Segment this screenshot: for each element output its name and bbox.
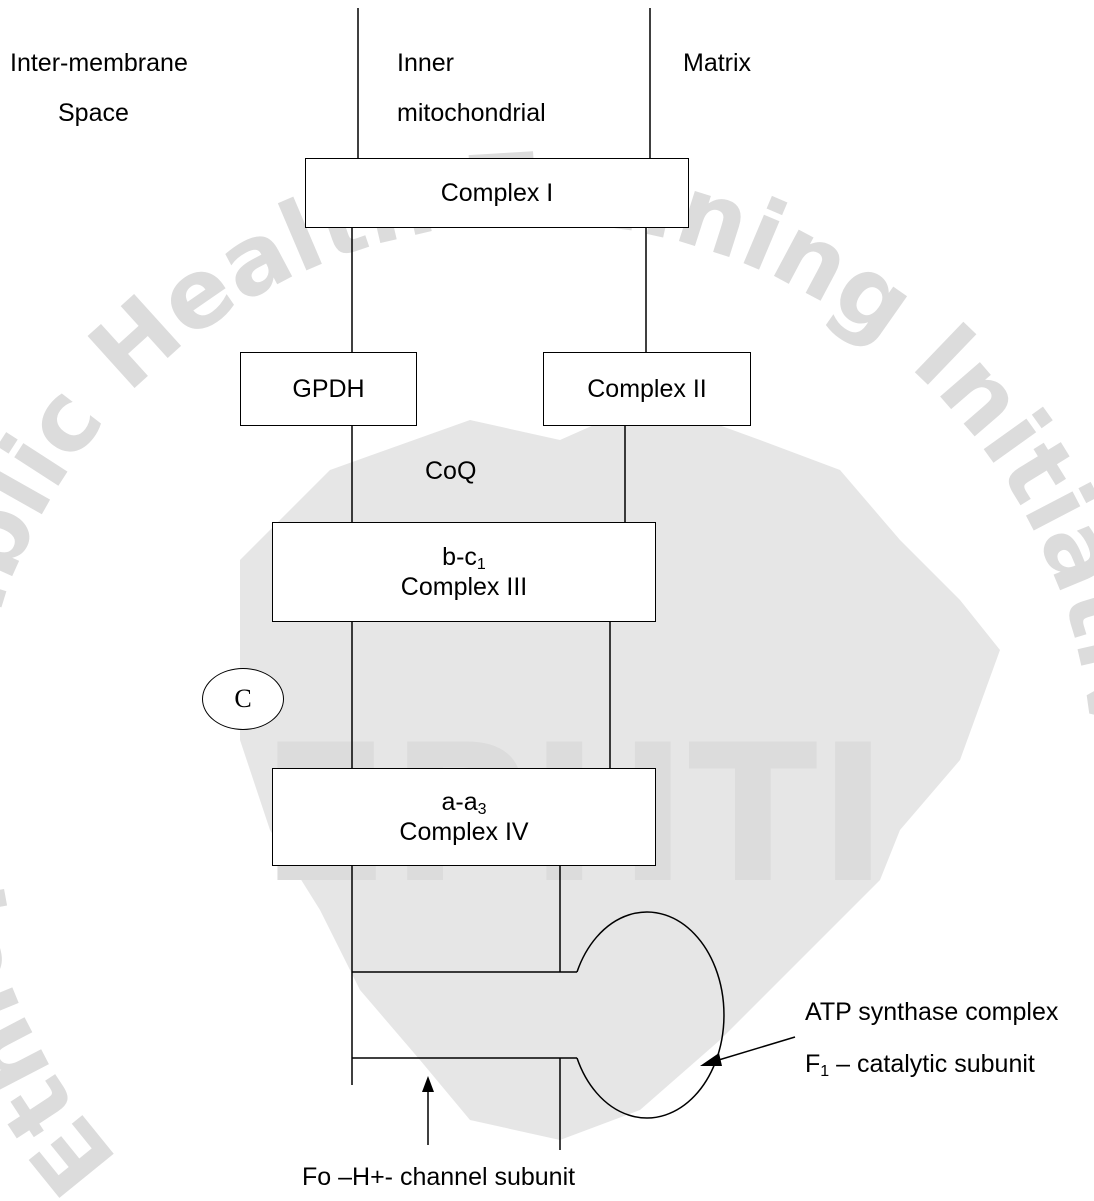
intermembrane-label: Inter-membrane — [10, 49, 188, 77]
f1-arrow-shaft — [711, 1036, 796, 1063]
complex-1-label: Complex I — [440, 179, 554, 207]
intermembrane-label-line2: Space — [58, 99, 129, 127]
f1-arrow-head — [700, 1053, 722, 1066]
complex-1-box: Complex I — [305, 158, 689, 228]
complex-3-cytochrome-label: b-c1 — [442, 543, 486, 573]
f1-head-circle — [576, 911, 725, 1119]
complex-2-box: Complex II — [543, 352, 751, 426]
complex-4-box: a-a3 Complex IV — [272, 768, 656, 866]
cytochrome-c-label: C — [234, 684, 252, 713]
inner-membrane-label: Inner — [397, 49, 454, 77]
gpdh-label: GPDH — [292, 375, 365, 403]
complex-4-cytochrome-label: a-a3 — [441, 788, 487, 818]
matrix-label: Matrix — [683, 49, 752, 77]
atp-synthase-label: ATP synthase complex — [805, 998, 1059, 1026]
complex-4-label: Complex IV — [399, 818, 529, 846]
f1-subunit-label: F1 – catalytic subunit — [805, 1050, 1035, 1080]
gpdh-box: GPDH — [240, 352, 417, 426]
complex-3-label: Complex III — [400, 573, 528, 601]
complex-2-label: Complex II — [587, 375, 707, 403]
coq-label: CoQ — [425, 457, 477, 485]
cytochrome-c-circle: C — [202, 668, 284, 730]
fo-arrow-head — [422, 1076, 434, 1092]
inner-membrane-label-line2: mitochondrial — [397, 99, 546, 127]
complex-3-box: b-c1 Complex III — [272, 522, 656, 622]
fo-subunit-label: Fo –H+- channel subunit — [302, 1163, 576, 1191]
